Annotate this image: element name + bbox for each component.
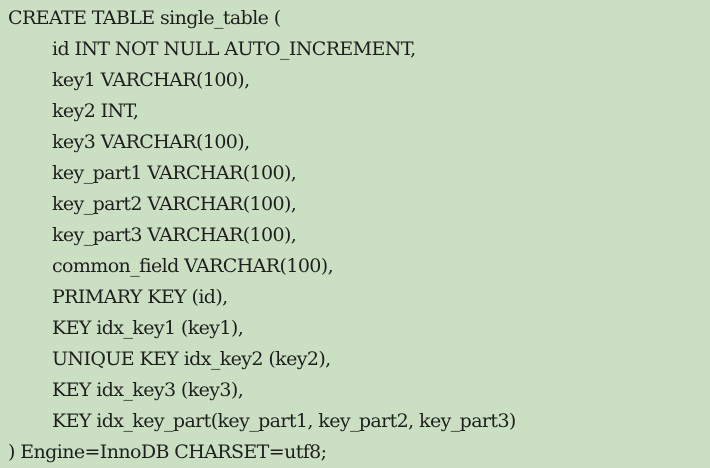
code-line-key-part1: key_part1 VARCHAR(100), — [52, 162, 297, 184]
code-line-key3: key3 VARCHAR(100), — [52, 131, 250, 153]
code-line-create-table: CREATE TABLE single_table ( — [8, 7, 281, 29]
code-line-common-field: common_field VARCHAR(100), — [52, 255, 334, 277]
code-line-primary-key: PRIMARY KEY (id), — [52, 286, 228, 308]
code-line-idx-key1: KEY idx_key1 (key1), — [52, 317, 244, 339]
code-line-idx-key3: KEY idx_key3 (key3), — [52, 379, 244, 401]
code-line-key-part3: key_part3 VARCHAR(100), — [52, 224, 297, 246]
code-line-key-part2: key_part2 VARCHAR(100), — [52, 193, 297, 215]
code-line-key1: key1 VARCHAR(100), — [52, 69, 250, 91]
code-line-id: id INT NOT NULL AUTO_INCREMENT, — [52, 38, 416, 60]
code-line-idx-key-part: KEY idx_key_part(key_part1, key_part2, k… — [52, 410, 516, 432]
code-line-engine: ) Engine=InnoDB CHARSET=utf8; — [8, 441, 327, 463]
code-line-idx-key2: UNIQUE KEY idx_key2 (key2), — [52, 348, 331, 370]
code-line-key2: key2 INT, — [52, 100, 139, 122]
